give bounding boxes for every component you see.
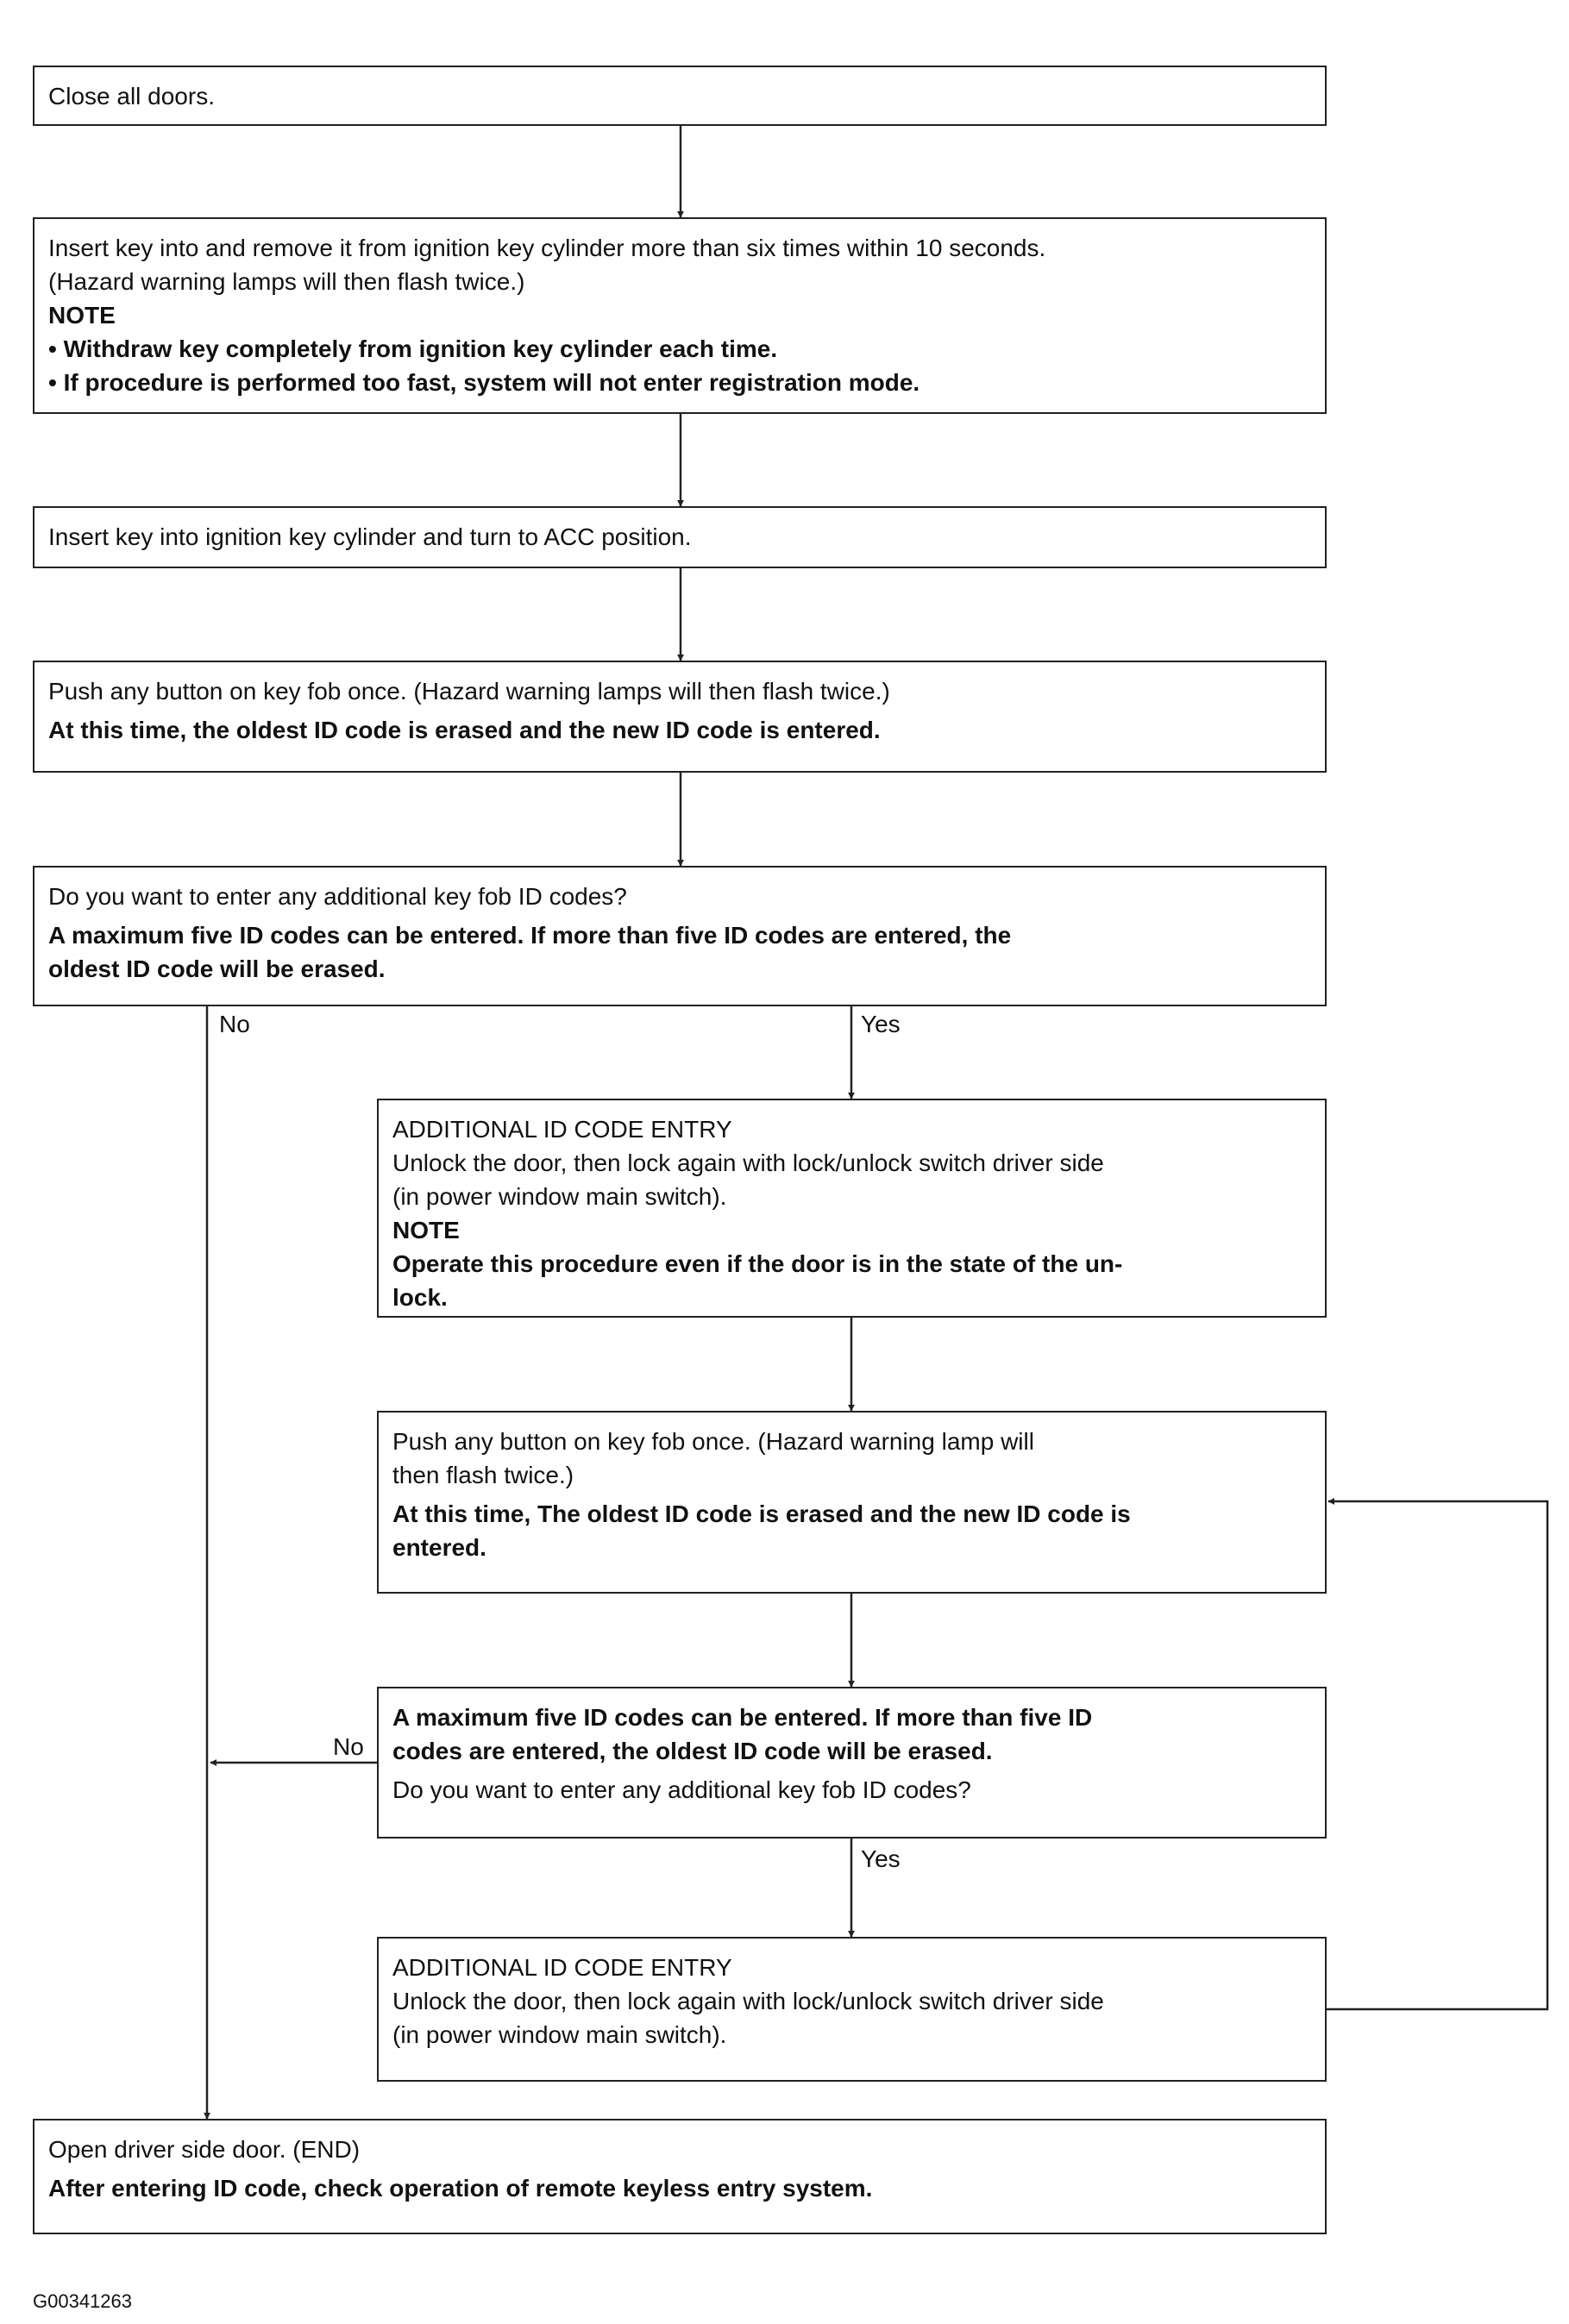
decision-more-codes: A maximum five ID codes can be entered. … [377, 1687, 1327, 1839]
step-text: Close all doors. [48, 83, 215, 110]
step-heading: ADDITIONAL ID CODE ENTRY [392, 1954, 732, 1981]
step-insert-remove-key: Insert key into and remove it from ignit… [33, 217, 1327, 414]
step-open-driver-door: Open driver side door. (END) After enter… [33, 2119, 1327, 2234]
note-heading: NOTE [48, 302, 116, 329]
branch-label-yes: Yes [861, 1845, 901, 1872]
step-text: (in power window main switch). [392, 1183, 727, 1210]
decision-note: A maximum five ID codes can be entered. … [48, 922, 1012, 949]
step-note: At this time, The oldest ID code is eras… [392, 1500, 1131, 1527]
step-push-key-fob: Push any button on key fob once. (Hazard… [33, 661, 1327, 773]
step-push-key-fob-repeat: Push any button on key fob once. (Hazard… [377, 1411, 1327, 1594]
note-item: • If procedure is performed too fast, sy… [48, 369, 920, 396]
step-additional-entry-repeat: ADDITIONAL ID CODE ENTRY Unlock the door… [377, 1937, 1327, 2082]
step-text: Push any button on key fob once. (Hazard… [48, 678, 890, 705]
decision-question: Do you want to enter any additional key … [392, 1776, 971, 1803]
decision-additional-codes: Do you want to enter any additional key … [33, 866, 1327, 1006]
step-additional-entry: ADDITIONAL ID CODE ENTRY Unlock the door… [377, 1099, 1327, 1318]
step-text: Push any button on key fob once. (Hazard… [392, 1428, 1034, 1455]
note-item: Operate this procedure even if the door … [392, 1250, 1123, 1277]
branch-label-yes: Yes [861, 1011, 901, 1037]
branch-label-no: No [333, 1733, 364, 1760]
step-text: Insert key into and remove it from ignit… [48, 235, 1046, 261]
step-turn-to-acc: Insert key into ignition key cylinder an… [33, 506, 1327, 568]
step-text: Open driver side door. (END) [48, 2136, 361, 2163]
decision-note: A maximum five ID codes can be entered. … [392, 1704, 1093, 1731]
note-heading: NOTE [392, 1217, 460, 1243]
step-text: then flash twice.) [392, 1462, 574, 1488]
figure-code: G00341263 [33, 2290, 132, 2312]
step-text: Unlock the door, then lock again with lo… [392, 1988, 1104, 2014]
step-text: Insert key into ignition key cylinder an… [48, 523, 692, 550]
step-note: entered. [392, 1534, 486, 1561]
step-text: Unlock the door, then lock again with lo… [392, 1149, 1104, 1176]
step-heading: ADDITIONAL ID CODE ENTRY [392, 1116, 732, 1143]
step-text: (Hazard warning lamps will then flash tw… [48, 268, 525, 295]
decision-question: Do you want to enter any additional key … [48, 883, 627, 910]
step-note: At this time, the oldest ID code is eras… [48, 717, 881, 743]
step-text: (in power window main switch). [392, 2021, 727, 2048]
step-note: After entering ID code, check operation … [48, 2175, 873, 2202]
branch-label-no: No [219, 1011, 250, 1037]
step-close-doors: Close all doors. [33, 66, 1327, 126]
decision-note: codes are entered, the oldest ID code wi… [392, 1738, 993, 1764]
note-item: lock. [392, 1284, 448, 1311]
note-item: • Withdraw key completely from ignition … [48, 335, 778, 362]
decision-note: oldest ID code will be erased. [48, 955, 386, 982]
arrow-loop-back [1325, 1498, 1549, 2011]
